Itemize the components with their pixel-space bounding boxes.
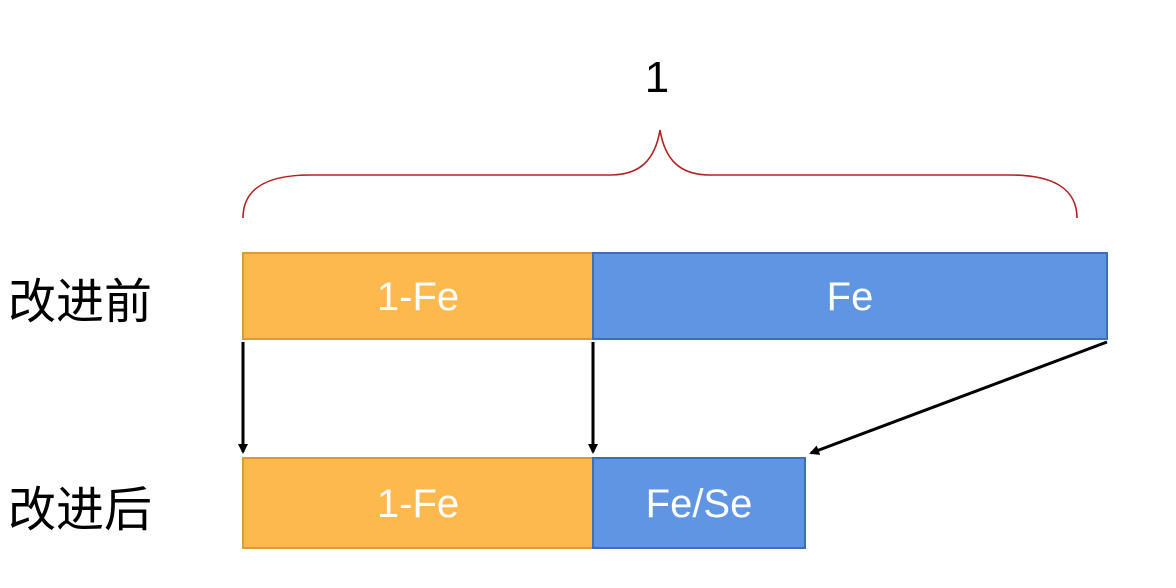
segment-before-fe-label: Fe (827, 275, 874, 319)
segment-after-fe-se (592, 457, 806, 549)
arrow-diagonal (809, 340, 1108, 455)
row-label-before: 改进前 (8, 274, 152, 330)
row-label-after: 改进后 (8, 482, 152, 538)
segment-before-1-fe-label: 1-Fe (377, 275, 459, 319)
segment-after-fe-se-label: Fe/Se (646, 482, 753, 526)
segment-before-fe (592, 252, 1108, 340)
segment-after-1-fe-label: 1-Fe (377, 482, 459, 526)
segment-before-1-fe (242, 252, 594, 340)
curly-brace (242, 129, 1078, 219)
segment-after-1-fe (242, 457, 594, 549)
brace-label: 1 (645, 53, 669, 102)
